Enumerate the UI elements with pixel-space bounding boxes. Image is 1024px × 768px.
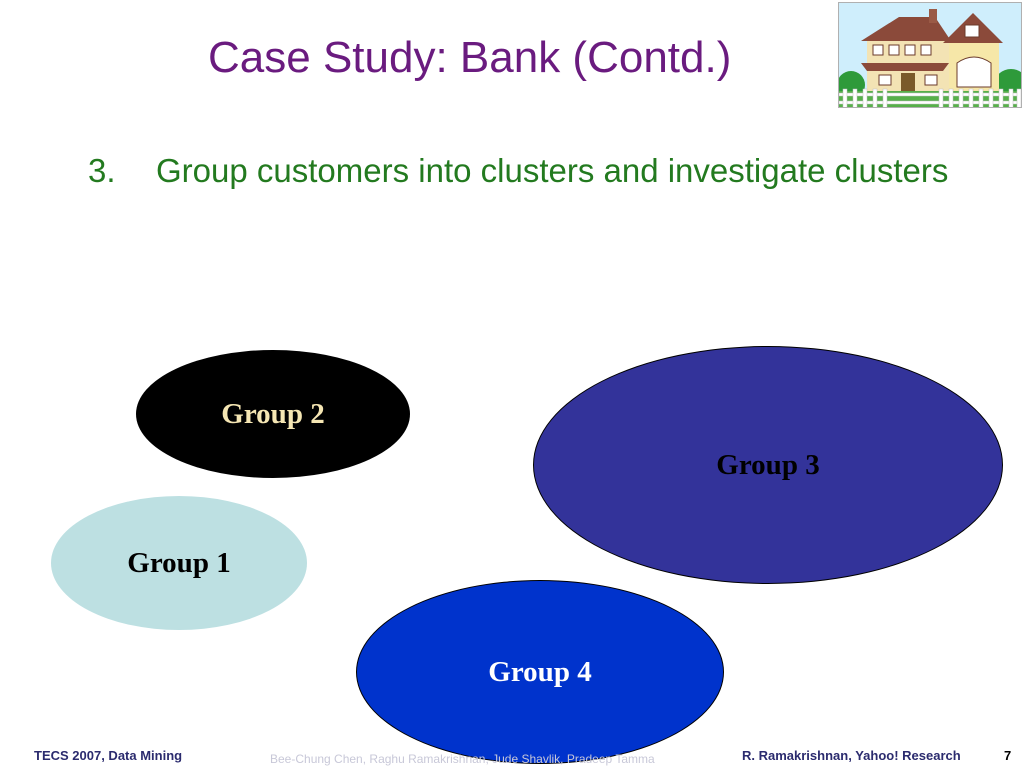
cluster-group-2: Group 2 xyxy=(136,350,410,478)
page-number: 7 xyxy=(1004,748,1012,763)
cluster-group-1-label: Group 1 xyxy=(127,546,231,579)
cluster-group-4: Group 4 xyxy=(356,580,724,764)
cluster-group-3: Group 3 xyxy=(533,346,1003,584)
bullet-text: Group customers into clusters and invest… xyxy=(156,152,949,189)
cluster-group-4-label: Group 4 xyxy=(488,655,592,688)
house-illustration xyxy=(838,2,1022,108)
bullet-number: 3. xyxy=(88,152,116,189)
cluster-group-3-label: Group 3 xyxy=(716,448,820,481)
footer-course: TECS 2007, Data Mining xyxy=(34,748,183,763)
footer-authors: Bee-Chung Chen, Raghu Ramakrishnan, Jude… xyxy=(270,752,655,766)
cluster-group-1: Group 1 xyxy=(51,496,307,630)
cluster-group-2-label: Group 2 xyxy=(221,397,325,430)
slide-title: Case Study: Bank (Contd.) xyxy=(208,33,732,82)
footer-presenter: R. Ramakrishnan, Yahoo! Research xyxy=(742,748,961,763)
